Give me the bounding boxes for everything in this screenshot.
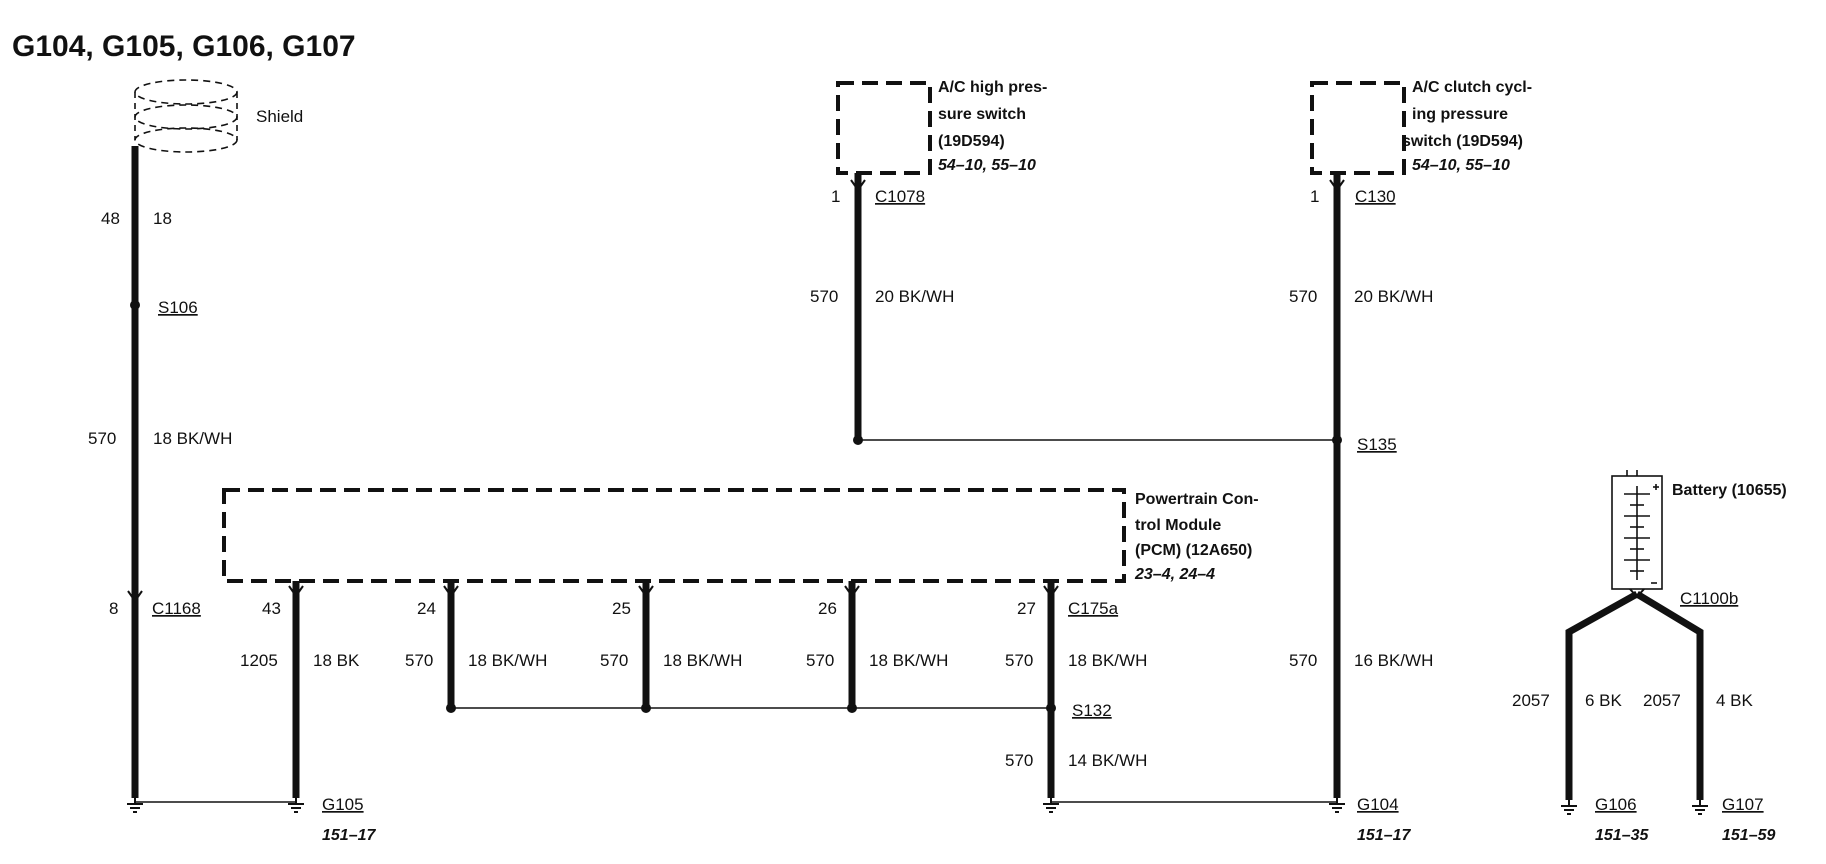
wire-bat-g107-gauge: 4 BK <box>1716 691 1754 710</box>
wire-bat-g106 <box>1565 590 1639 800</box>
pcm-pin-26: 26 <box>818 599 837 618</box>
wire-left-gauge: 18 BK/WH <box>153 429 232 448</box>
ccps-switch-box <box>1310 81 1406 175</box>
wire-pcm27-circuit: 570 <box>1005 651 1033 670</box>
pcm-pin-27: 27 <box>1017 599 1036 618</box>
wire-pcm43-circuit: 1205 <box>240 651 278 670</box>
wire-bat-g107 <box>1635 591 1704 800</box>
connector-c175a-label: C175a <box>1068 599 1119 618</box>
ground-g107-label: G107 <box>1722 795 1764 814</box>
ground-g105-ref: 151–17 <box>322 827 376 844</box>
connector-c130-arrow <box>1329 179 1345 192</box>
pcm-pin26-arrow <box>844 585 860 598</box>
connector-c1078-pin: 1 <box>831 187 840 206</box>
connector-c130-label: C130 <box>1355 187 1396 206</box>
wire-pcm26-gauge: 18 BK/WH <box>869 651 948 670</box>
battery-label: Battery (10655) <box>1672 482 1787 499</box>
splice-s135-label: S135 <box>1357 435 1397 454</box>
wire-hps-circuit: 570 <box>810 287 838 306</box>
wire-pcm26-circuit: 570 <box>806 651 834 670</box>
pcm-pin-43: 43 <box>262 599 281 618</box>
wire-pcm24-gauge: 18 BK/WH <box>468 651 547 670</box>
wire-bat-g106-circuit: 2057 <box>1512 691 1550 710</box>
wire-pcm43-gauge: 18 BK <box>313 651 360 670</box>
connector-c1168-label: C1168 <box>152 599 201 618</box>
ground-symbol-g106 <box>1561 800 1577 815</box>
ground-g104-label: G104 <box>1357 795 1399 814</box>
wire-bat-g106-gauge: 6 BK <box>1585 691 1623 710</box>
hps-name-line1: A/C high pres- <box>938 79 1047 96</box>
ground-g107-ref: 151–59 <box>1722 827 1775 844</box>
pcm-box <box>222 488 1126 583</box>
wire-s132-circuit: 570 <box>1005 751 1033 770</box>
diagram-title: G104, G105, G106, G107 <box>12 30 356 63</box>
pcm-name-line1: Powertrain Con- <box>1135 491 1259 508</box>
shield-label: Shield <box>256 107 303 126</box>
hps-switch-box <box>836 81 932 175</box>
splice-s106-dot <box>130 300 140 310</box>
ccps-name-line1: A/C clutch cycl- <box>1412 79 1532 96</box>
hps-ref: 54–10, 55–10 <box>938 157 1036 174</box>
wire-s132-gauge: 14 BK/WH <box>1068 751 1147 770</box>
connector-c1100b-arrow <box>1629 588 1645 599</box>
wire-s135-gauge: 16 BK/WH <box>1354 651 1433 670</box>
splice-s135-dot <box>1332 435 1342 445</box>
connector-c130-pin: 1 <box>1310 187 1319 206</box>
ground-g106-ref: 151–35 <box>1595 827 1649 844</box>
pcm-ref: 23–4, 24–4 <box>1134 566 1215 583</box>
shield-symbol <box>134 79 238 153</box>
wire-left-circuit: 570 <box>88 429 116 448</box>
connector-c1078-arrow <box>850 179 866 192</box>
ground-symbol-g104 <box>1329 798 1345 813</box>
splice-s106-label: S106 <box>158 298 198 317</box>
wire-shield-circuit: 48 <box>101 209 120 228</box>
connector-c1168-pin: 8 <box>109 599 118 618</box>
wire-pcm27-gauge: 18 BK/WH <box>1068 651 1147 670</box>
wire-s135-circuit: 570 <box>1289 651 1317 670</box>
hps-name-line3: (19D594) <box>938 133 1005 150</box>
connector-c1100b-label: C1100b <box>1680 589 1738 608</box>
connector-c1078-label: C1078 <box>875 187 925 206</box>
pcm-pin-25: 25 <box>612 599 631 618</box>
pcm-pin24-arrow <box>443 585 459 598</box>
ground-symbol-left <box>127 798 143 813</box>
pcm-pin-24: 24 <box>417 599 436 618</box>
ccps-name-line2: ing pressure <box>1412 106 1508 123</box>
ground-g104-ref: 151–17 <box>1357 827 1411 844</box>
wire-pcm25-circuit: 570 <box>600 651 628 670</box>
ground-g105-label: G105 <box>322 795 364 814</box>
ccps-name-line3: switch (19D594) <box>1402 133 1523 150</box>
ground-g106-label: G106 <box>1595 795 1637 814</box>
battery-symbol <box>1611 470 1663 590</box>
pcm-pin25-arrow <box>638 585 654 598</box>
wire-pcm25-gauge: 18 BK/WH <box>663 651 742 670</box>
wire-ccps-circuit: 570 <box>1289 287 1317 306</box>
connector-c1168-arrow <box>127 590 143 603</box>
hps-name-line2: sure switch <box>938 106 1026 123</box>
ground-symbol-s132 <box>1043 798 1059 813</box>
wire-bat-g107-circuit: 2057 <box>1643 691 1681 710</box>
ccps-ref: 54–10, 55–10 <box>1412 157 1510 174</box>
pcm-name-line3: (PCM) (12A650) <box>1135 542 1252 559</box>
wire-ccps-gauge: 20 BK/WH <box>1354 287 1433 306</box>
splice-s132-label: S132 <box>1072 701 1112 720</box>
ground-symbol-g105 <box>288 798 304 813</box>
pcm-pin43-arrow <box>288 585 304 598</box>
wire-pcm24-circuit: 570 <box>405 651 433 670</box>
wire-hps-gauge: 20 BK/WH <box>875 287 954 306</box>
ground-symbol-g107 <box>1692 800 1708 815</box>
pcm-pin27-arrow <box>1043 585 1059 598</box>
wire-shield-gauge: 18 <box>153 209 172 228</box>
pcm-name-line2: trol Module <box>1135 517 1221 534</box>
